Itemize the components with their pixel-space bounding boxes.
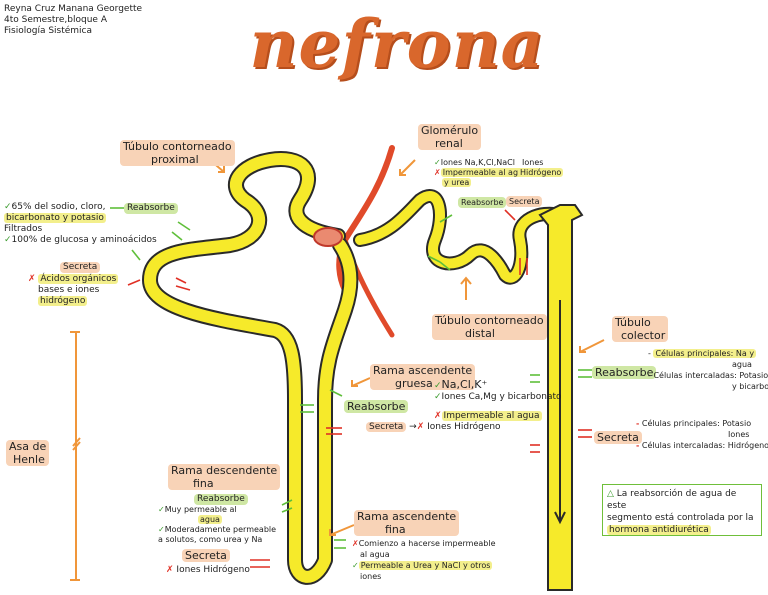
proximal-secretion-list: ✗ Ácidos orgánicos bases e iones hidróge… <box>28 274 119 306</box>
glomerulus <box>313 227 343 247</box>
desc-fina-secreta-badge: Secreta <box>182 549 230 562</box>
gruesa-reabsorbe-badge: Reabsorbe <box>344 400 409 413</box>
colector-reabsorption-list: - Células principales: Na y agua - Célul… <box>648 349 768 391</box>
gruesa-secretion-row: Secreta →✗ Iones Hidrógeno <box>366 422 501 433</box>
label-tubulo-colector: Túbulo colector <box>612 316 669 342</box>
distal-secretion-list: Iones Hidrógeno <box>518 158 564 177</box>
asc-fina-list: ✗Comienzo a hacerse impermeable al agua … <box>352 539 496 581</box>
afferent-vessel <box>336 145 395 293</box>
author-name: Reyna Cruz Manana Georgette <box>4 4 143 14</box>
label-rama-asc-gruesa: Rama ascendente gruesa <box>370 364 476 390</box>
label-rama-asc-fina: Rama ascendente fina <box>354 510 460 536</box>
label-rama-desc-fina: Rama descendente fina <box>168 464 281 490</box>
page-title: nefrona <box>249 5 545 83</box>
collecting-flow-head <box>554 511 566 525</box>
label-tubulo-proximal: Túbulo contorneado proximal <box>120 140 235 166</box>
gruesa-reabsorption-list: ✓Na,Cl,K⁺ ✓Iones Ca,Mg y bicarbonato ✗Im… <box>434 378 562 421</box>
proximal-tubule-fill <box>144 153 357 583</box>
desc-fina-reabsorbe-badge: Reabsorbe <box>194 494 248 505</box>
secretion-arrows <box>127 209 592 568</box>
label-tubulo-distal: Túbulo contorneado distal <box>432 314 547 340</box>
course-name: Fisiología Sistémica <box>4 26 93 36</box>
desc-fina-reabsorption-list: ✓Muy permeable al agua ✓Moderadamente pe… <box>158 505 277 544</box>
colector-reabsorbe-badge: Reabsorbe <box>592 366 657 379</box>
distal-reabsorption-list: ✓Iones Na,K,Cl,NaCl ✗Impermeable al agua… <box>434 158 531 187</box>
reabsorption-arrows <box>110 207 592 549</box>
desc-fina-secretion-list: ✗ Iones Hidrógeno <box>166 565 250 575</box>
adh-note: △ La reabsorción de agua de este segment… <box>602 484 762 536</box>
distal-secreta-badge: Secreta <box>506 196 543 207</box>
colector-secreta-badge: Secreta <box>594 431 642 444</box>
author-header: Reyna Cruz Manana Georgette 4to Semestre… <box>4 4 142 37</box>
label-asa-henle: Asa de Henle <box>6 440 50 466</box>
proximal-reabsorption-list: ✓65% del sodio, cloro, bicarbonato y pot… <box>4 202 157 245</box>
distal-reabsorbe-badge: Reabsorbe <box>458 197 507 208</box>
semester: 4to Semestre,bloque A <box>4 15 107 25</box>
distal-tubule-fill <box>355 191 565 283</box>
label-glomerulo: Glomérulo renal <box>418 124 482 150</box>
proximal-reabsorbe-badge: Reabsorbe <box>124 203 178 214</box>
colector-secretion-list: - Células principales: Potasio Iones - C… <box>636 419 768 450</box>
proximal-secreta-badge: Secreta <box>60 262 101 273</box>
